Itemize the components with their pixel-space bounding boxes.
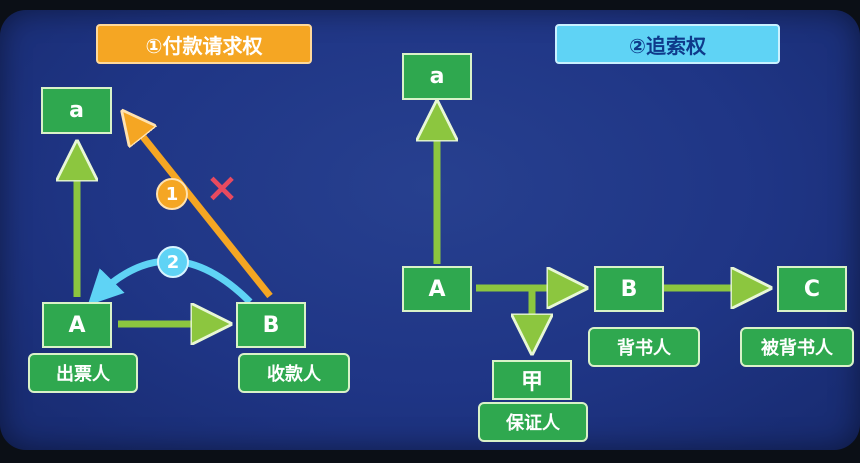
node-A-right: A <box>402 266 472 312</box>
label-endorser: 背书人 <box>588 327 700 367</box>
node-B-right: B <box>594 266 664 312</box>
node-a-right: a <box>402 53 472 100</box>
arrow-B-to-a-orange <box>128 118 273 299</box>
title-recourse-right: ②追索权 <box>555 24 780 64</box>
board: ①付款请求权 a A B 出票人 收款人 1 2 × ②追索权 a A B C … <box>0 10 860 450</box>
label-endorsee: 被背书人 <box>740 327 854 367</box>
node-guarantor: 甲 <box>492 360 572 400</box>
node-C-right: C <box>777 266 847 312</box>
label-guarantor: 保证人 <box>478 402 588 442</box>
title-payment-right: ①付款请求权 <box>96 24 312 64</box>
connectors-layer <box>0 10 860 450</box>
label-payee: 收款人 <box>238 353 350 393</box>
label-drawer: 出票人 <box>28 353 138 393</box>
node-a-left: a <box>41 87 112 134</box>
node-A-left: A <box>42 302 112 348</box>
badge-2: 2 <box>157 246 189 278</box>
invalid-x-mark: × <box>205 165 239 211</box>
node-B-left: B <box>236 302 306 348</box>
badge-1: 1 <box>156 178 188 210</box>
